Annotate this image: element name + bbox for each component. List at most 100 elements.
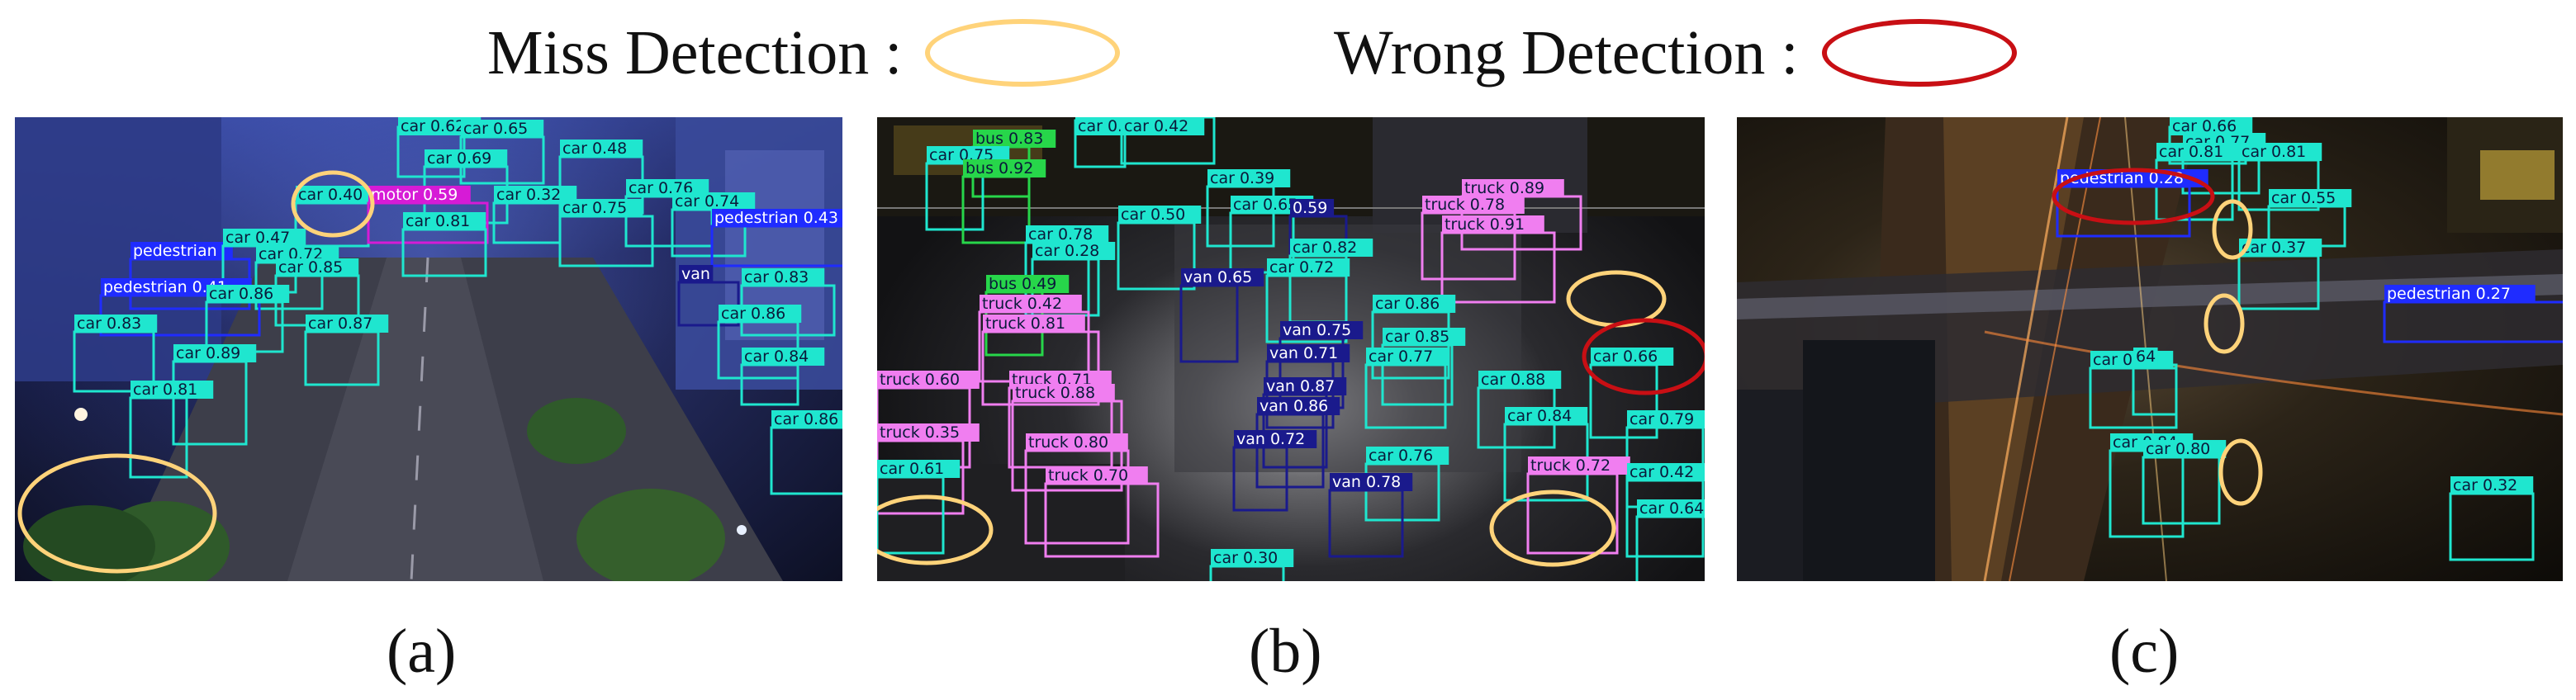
- detection-label: truck 0.42: [982, 295, 1062, 313]
- detection-label-background: [1046, 466, 1148, 485]
- detection-label: bus 0.83: [975, 130, 1043, 148]
- wrong-detection-marker: [2052, 168, 2215, 225]
- detection-label: car 0.69: [427, 149, 491, 168]
- detection-label-background: [1637, 499, 1705, 518]
- detection-rect: [304, 330, 380, 386]
- detection-label-background: [2450, 476, 2534, 494]
- detection-label-background: [963, 159, 1046, 177]
- detection-label-background: [1505, 407, 1588, 425]
- detection-box-car: car 0.32: [2449, 476, 2535, 561]
- detection-box-truck: truck 0.91: [1440, 215, 1556, 304]
- detection-label: car 0.86: [774, 410, 838, 428]
- legend-wrong-label: Wrong Detection :: [1334, 17, 1799, 88]
- detection-box-car: car 0.39: [1206, 169, 1291, 248]
- detection-box-car: car 0.48: [558, 140, 644, 215]
- detection-label: car 0.48: [562, 140, 627, 158]
- detection-label: van: [681, 265, 710, 283]
- detection-box-car: car 0.76: [1364, 447, 1449, 522]
- detection-box-pedestrian: pedestrian 0.27: [2383, 285, 2563, 343]
- detection-label-background: [1013, 384, 1115, 402]
- detection-rect: [710, 225, 842, 267]
- detection-box-truck: truck 0.70: [1044, 466, 1160, 558]
- detection-label: car 0.42: [1630, 463, 1694, 481]
- detection-box-car: car 0.74: [671, 192, 756, 258]
- detection-label-background: [1422, 196, 1525, 214]
- detection-label-background: [494, 186, 577, 204]
- detection-rect: [2056, 185, 2191, 238]
- detection-box-car: car 0.81: [129, 381, 214, 479]
- detection-label-background: [719, 305, 802, 323]
- detection-label: car 0.83: [744, 268, 809, 286]
- detection-label-background: [712, 209, 842, 227]
- detection-box-van: van 0.65: [1179, 268, 1264, 363]
- detection-label-background: [1207, 169, 1291, 187]
- detection-label-background: [173, 344, 257, 362]
- detection-label: car 0.32: [496, 186, 561, 204]
- detection-label-background: [398, 117, 482, 135]
- miss-detection-marker: [291, 170, 375, 238]
- detection-box-car: car 0.81: [2237, 143, 2322, 211]
- detection-label-background: [403, 212, 486, 230]
- detection-rect: [172, 360, 248, 446]
- detection-label-background: [980, 295, 1082, 313]
- detection-label: truck 0.89: [1464, 179, 1544, 197]
- detection-label: pedestrian 0.43: [714, 209, 838, 227]
- detection-box-car: car 0.61: [877, 460, 961, 555]
- detection-label: car 0.82: [1293, 239, 1357, 257]
- detection-label: car 0.81: [406, 212, 470, 230]
- detection-label: car 0.80: [2146, 440, 2210, 458]
- detection-label-background: [771, 410, 842, 428]
- detection-label: car 0.47: [225, 229, 290, 247]
- detection-label: car 0.32: [2453, 476, 2517, 494]
- detection-box-van: van 0.72: [1232, 430, 1317, 512]
- detection-label: car 0.81: [2242, 143, 2306, 161]
- detection-box-motor: motor 0.59: [367, 186, 489, 244]
- detection-label: van 0.87: [1266, 377, 1335, 395]
- detection-box-car: car 0.42: [1120, 117, 1216, 165]
- detection-label: pedestrian 0.41: [103, 278, 227, 296]
- detection-label-background: [973, 130, 1056, 148]
- detection-box-other: 64: [2132, 348, 2178, 416]
- detection-label-background: [1366, 348, 1449, 366]
- detection-rect: [1232, 446, 1288, 512]
- detection-box-van: van: [677, 265, 740, 327]
- detection-label: car 0.85: [1385, 328, 1449, 346]
- detection-label-background: [986, 275, 1070, 293]
- detection-box-car: car 0.79: [1625, 410, 1705, 508]
- detection-box-car: car 0.28: [1031, 242, 1116, 317]
- detection-label: truck 0.60: [880, 371, 960, 389]
- detection-label: motor 0.59: [371, 186, 458, 204]
- detection-label: car 0.37: [2242, 239, 2306, 257]
- detection-box-truck: truck 0.80: [1024, 433, 1130, 545]
- detection-label: truck 0.81: [985, 315, 1065, 333]
- detection-label: car 0.66: [2172, 117, 2237, 135]
- detection-label: car 0.30: [1213, 549, 1278, 567]
- detection-box-car: car 0.81: [2155, 143, 2240, 221]
- detection-rect: [2142, 456, 2221, 525]
- detection-box-car: car 0.83: [740, 268, 836, 337]
- detection-box-pedestrian: pedestrian 0.43: [710, 209, 842, 267]
- detection-box-van: van 0.71: [1265, 344, 1350, 429]
- miss-ellipse-icon: [925, 19, 1121, 87]
- detection-label-background: [2170, 117, 2253, 135]
- detection-box-car: car 0.85: [1381, 328, 1466, 406]
- detection-label: car 0.75: [562, 199, 627, 217]
- detection-label: car 0.81: [133, 381, 197, 399]
- detection-label-background: [1591, 348, 1674, 366]
- detection-label: van 0.78: [1332, 473, 1401, 491]
- detection-box-car: car 0.86: [770, 410, 842, 495]
- legend-wrong-detection: Wrong Detection :: [1334, 12, 2017, 94]
- detection-box-car: car 0.66: [2168, 117, 2253, 165]
- caption-c: (c): [2109, 617, 2180, 686]
- detection-label-background: [276, 258, 359, 277]
- detection-label-background: [2384, 285, 2536, 303]
- detection-box-van: van 0.87: [1262, 377, 1347, 469]
- detection-label: car 0.78: [1028, 225, 1093, 244]
- detection-box-car: car 0.82: [1288, 239, 1373, 324]
- detection-box-truck: truck 0.81: [981, 315, 1100, 406]
- detection-label: car 0.86: [1375, 295, 1440, 313]
- detection-label-background: [368, 186, 471, 204]
- detection-box-car: car 0.84: [740, 348, 825, 406]
